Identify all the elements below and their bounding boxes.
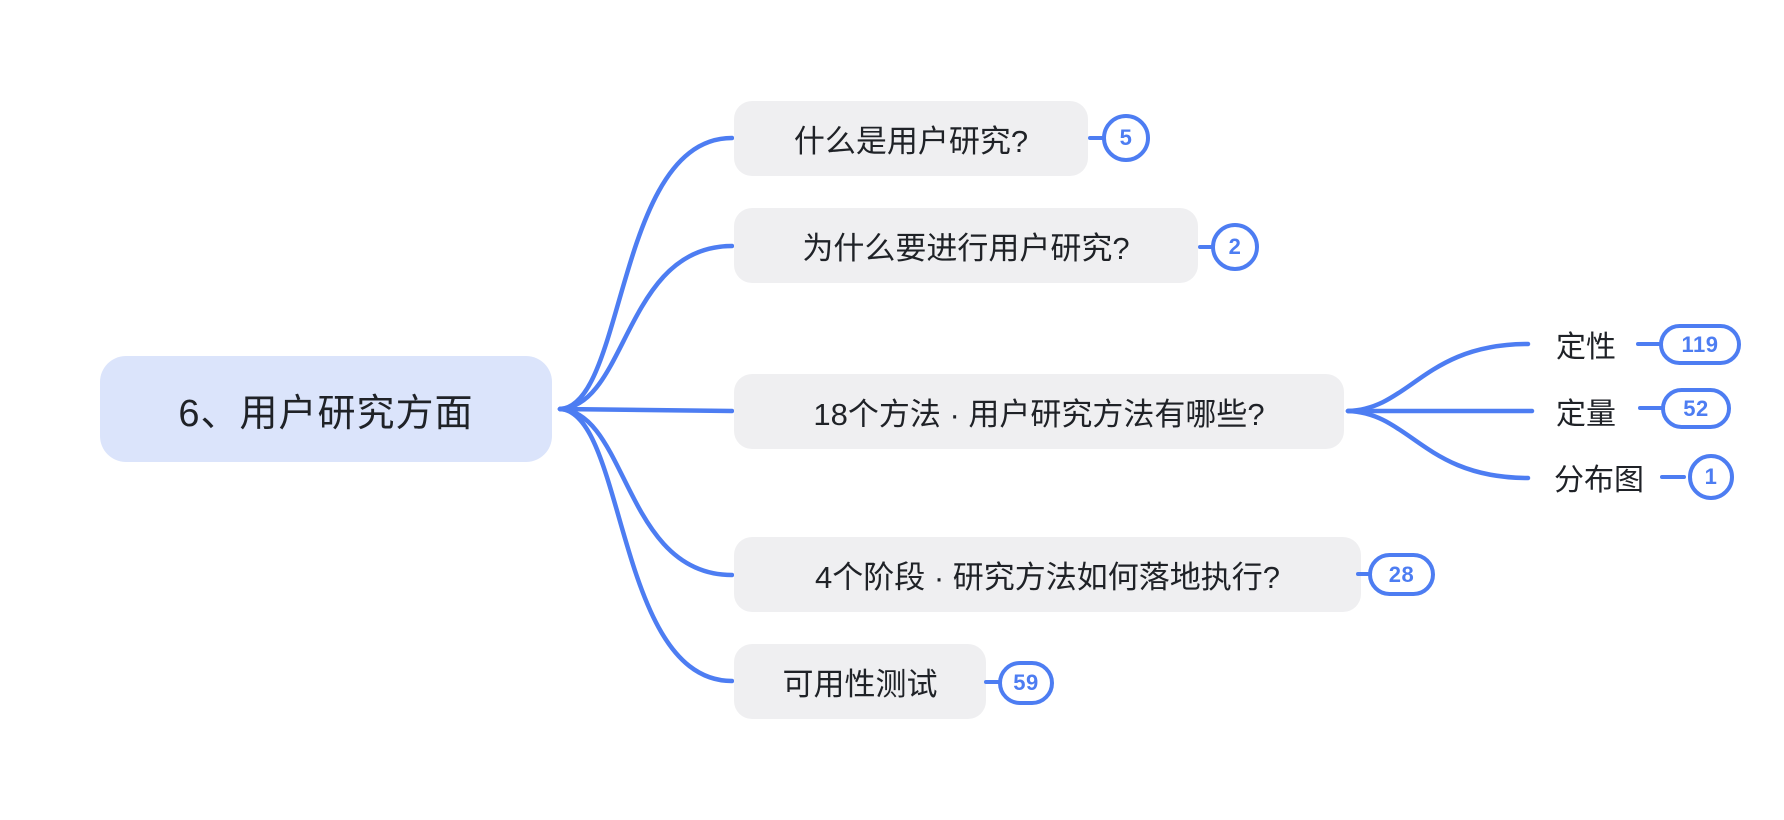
edge-root-to-child3 [557, 406, 735, 414]
badge-connector-dash [984, 680, 1000, 684]
badge-value: 59 [1013, 670, 1039, 695]
node-what-is-user-research[interactable]: 什么是用户研究? [734, 101, 1088, 176]
node-label: 什么是用户研究? [793, 124, 1029, 159]
collapsed-count-badge[interactable]: 59 [998, 661, 1054, 705]
badge-value: 52 [1683, 395, 1709, 421]
node-label: 可用性测试 [782, 667, 938, 702]
badge-value: 28 [1388, 561, 1415, 587]
edge-root-to-child4 [557, 406, 735, 578]
badge-connector-dash [1660, 475, 1686, 479]
node-why-user-research[interactable]: 为什么要进行用户研究? [734, 208, 1198, 283]
edge-root-to-child1 [557, 135, 735, 412]
edge-child3-to-leaf1 [1345, 341, 1531, 414]
collapsed-count-badge[interactable]: 1 [1688, 454, 1734, 500]
badge-value: 2 [1228, 234, 1242, 259]
leaf-quantitative[interactable]: 定量 [1556, 394, 1616, 431]
node-label: 18个方法 · 用户研究方法有哪些? [813, 397, 1265, 432]
node-usability-testing[interactable]: 可用性测试 [734, 644, 986, 719]
edge-child3-to-leaf3 [1345, 408, 1531, 481]
collapsed-count-badge[interactable]: 2 [1211, 223, 1259, 271]
badge-value: 5 [1119, 125, 1133, 150]
leaf-label-text: 定性 [1556, 331, 1616, 364]
edge-root-to-child5 [557, 406, 735, 684]
collapsed-count-badge[interactable]: 52 [1661, 388, 1731, 429]
leaf-label-text: 分布图 [1554, 464, 1644, 497]
edge-root-to-child2 [557, 243, 735, 412]
node-label: 为什么要进行用户研究? [802, 231, 1130, 266]
badge-connector-dash [1638, 406, 1664, 410]
collapsed-count-badge[interactable]: 28 [1368, 553, 1435, 596]
badge-connector-dash [1636, 342, 1662, 346]
node-execution-stages[interactable]: 4个阶段 · 研究方法如何落地执行? [734, 537, 1361, 612]
collapsed-count-badge[interactable]: 5 [1102, 114, 1150, 162]
badge-connector-dash [1198, 245, 1214, 249]
node-label: 4个阶段 · 研究方法如何落地执行? [814, 560, 1281, 595]
badge-connector-dash [1088, 136, 1104, 140]
badge-connector-dash [1356, 572, 1372, 576]
leaf-qualitative[interactable]: 定性 [1556, 327, 1616, 364]
badge-value: 1 [1704, 464, 1718, 489]
root-node[interactable]: 6、用户研究方面 [100, 356, 552, 462]
node-research-methods[interactable]: 18个方法 · 用户研究方法有哪些? [734, 374, 1344, 449]
leaf-label-text: 定量 [1556, 398, 1616, 431]
root-node-label: 6、用户研究方面 [178, 392, 474, 435]
collapsed-count-badge[interactable]: 119 [1659, 324, 1741, 365]
leaf-distribution-map[interactable]: 分布图 [1554, 460, 1644, 497]
badge-value: 119 [1681, 331, 1719, 357]
